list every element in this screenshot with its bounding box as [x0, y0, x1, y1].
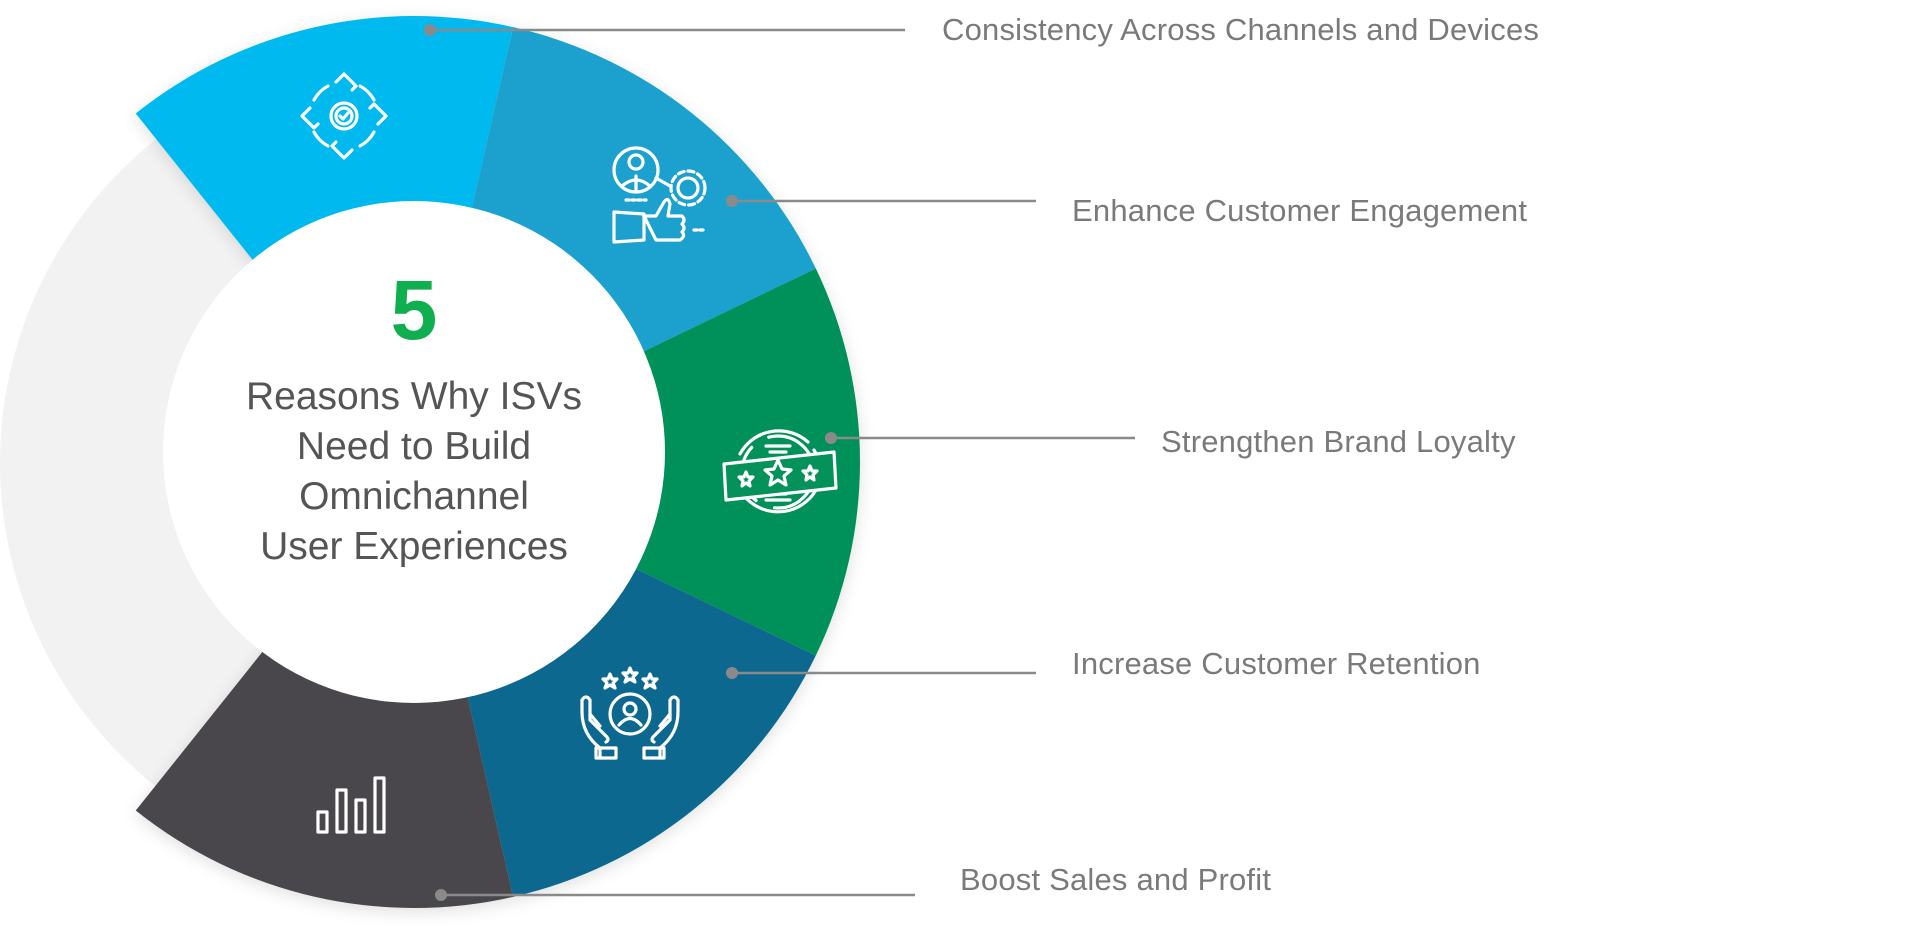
reason-count: 5 — [390, 263, 438, 357]
customer-gear-thumbs-up-icon — [612, 146, 708, 244]
label-consistency: Consistency Across Channels and Devices — [942, 12, 1540, 47]
label-loyalty: Strengthen Brand Loyalty — [1161, 424, 1516, 459]
center-title: Reasons Why ISVs Need to Build Omnichann… — [214, 372, 614, 572]
label-sales: Boost Sales and Profit — [960, 862, 1272, 897]
segment-icons — [300, 72, 838, 834]
center-circle — [163, 201, 665, 703]
center-title-line: Need to Build — [296, 425, 532, 468]
leader-dot — [726, 667, 738, 679]
leader-dot — [424, 24, 436, 36]
bar-chart-icon — [316, 776, 386, 834]
center-title-line: Reasons Why ISVs — [246, 375, 582, 418]
leader-dot — [435, 889, 447, 901]
center-title-line: User Experiences — [260, 525, 568, 568]
hands-customer-stars-icon — [580, 666, 680, 760]
leader-lines — [424, 24, 1135, 901]
star-badge-icon — [722, 429, 838, 514]
label-engagement: Enhance Customer Engagement — [1072, 193, 1528, 228]
leader-dot — [825, 432, 837, 444]
leader-dot — [726, 195, 738, 207]
label-retention: Increase Customer Retention — [1072, 646, 1481, 681]
center-title-line: Omnichannel — [299, 475, 529, 518]
segment-loyalty — [594, 268, 861, 656]
cycle-check-icon — [300, 72, 388, 160]
